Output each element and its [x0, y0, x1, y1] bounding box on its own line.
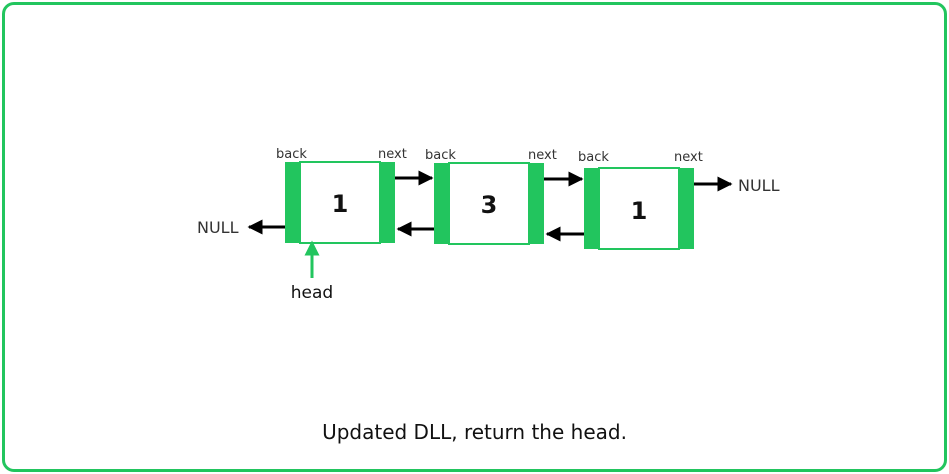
node-2-next-label: next	[528, 148, 557, 163]
node-1-body	[299, 161, 381, 244]
null-left-label: NULL	[197, 218, 239, 237]
node-3-value: 1	[631, 197, 648, 225]
node-2: 3 back next	[425, 148, 557, 245]
node-2-back-label: back	[425, 148, 456, 163]
node-3-next-label: next	[674, 150, 703, 165]
node-1-value: 1	[332, 190, 349, 218]
node-1-next-label: next	[378, 147, 407, 162]
head-label: head	[291, 283, 333, 303]
node-3-back-label: back	[578, 150, 609, 165]
node-2-value: 3	[481, 191, 498, 219]
node-3: 1 back next	[578, 150, 703, 250]
node-1-back-label: back	[276, 147, 307, 162]
null-right-label: NULL	[738, 176, 780, 195]
node-1: 1 back next	[276, 147, 407, 244]
caption: Updated DLL, return the head.	[322, 420, 627, 444]
node-2-body	[448, 162, 530, 245]
node-3-body	[598, 167, 680, 250]
